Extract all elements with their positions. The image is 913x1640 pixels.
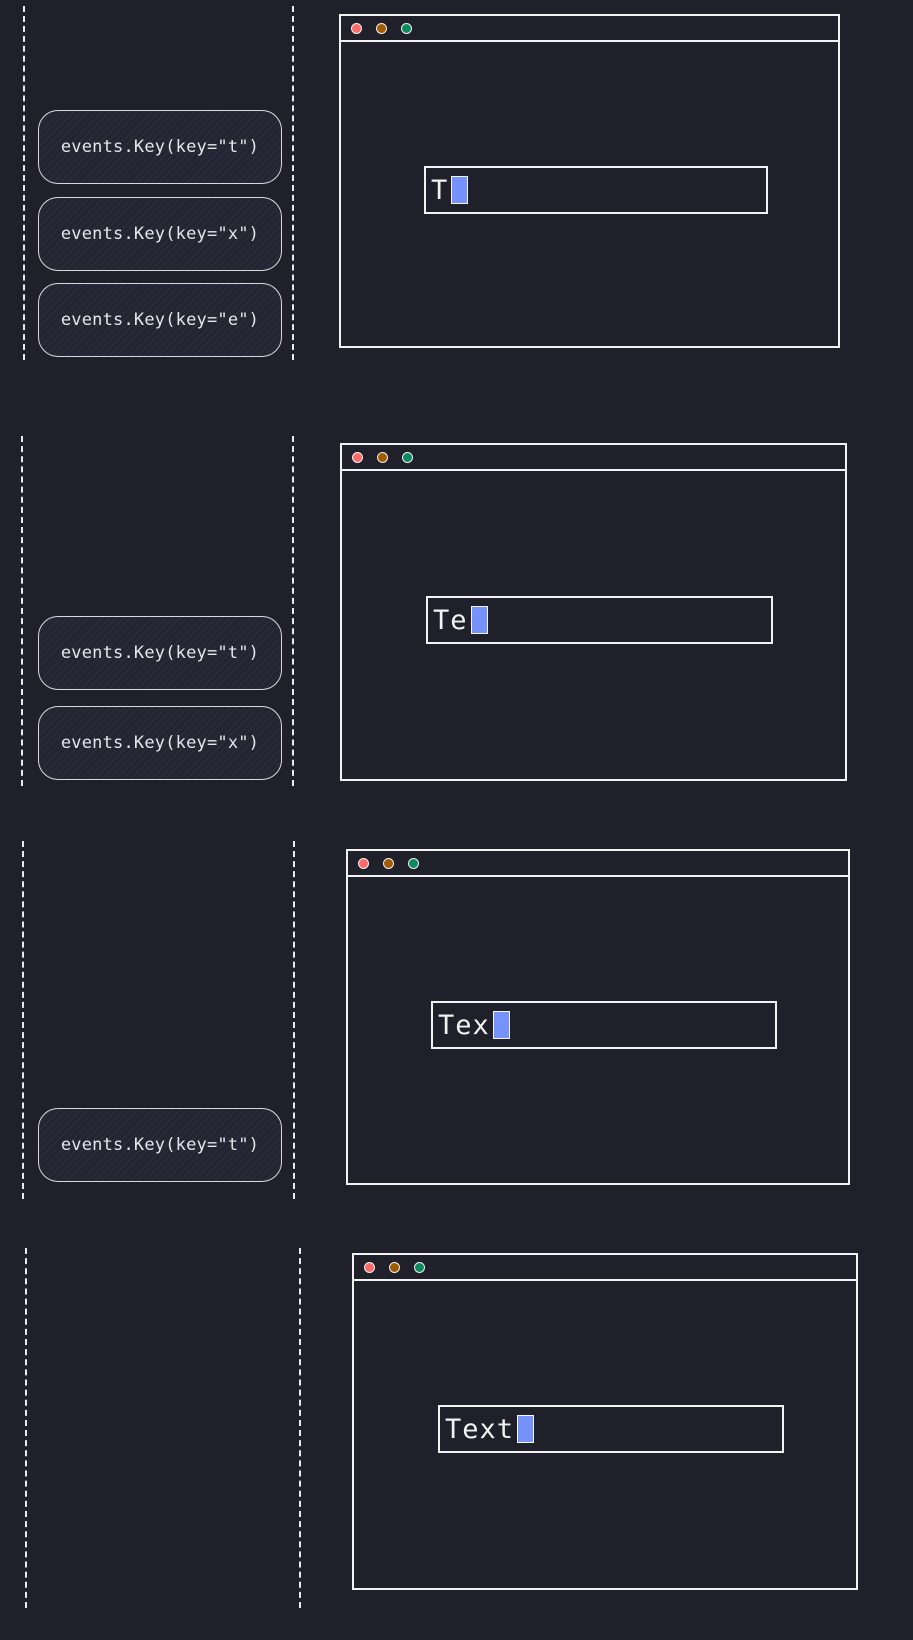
text-input[interactable]: Text xyxy=(438,1405,784,1453)
window-titlebar xyxy=(342,445,845,471)
queue-right-border xyxy=(292,436,294,786)
text-input[interactable]: Te xyxy=(426,596,773,644)
minimize-dot-icon[interactable] xyxy=(377,452,388,463)
input-text: Text xyxy=(445,1413,515,1445)
queue-left-border xyxy=(25,1248,27,1608)
input-text: T xyxy=(431,174,449,206)
text-cursor xyxy=(492,1011,510,1039)
text-cursor xyxy=(451,176,469,204)
maximize-dot-icon[interactable] xyxy=(408,858,419,869)
input-text: Te xyxy=(433,604,468,636)
input-text: Tex xyxy=(438,1009,490,1041)
event-card: events.Key(key="t") xyxy=(38,110,282,184)
close-dot-icon[interactable] xyxy=(358,858,369,869)
text-cursor xyxy=(517,1415,535,1443)
event-card: events.Key(key="x") xyxy=(38,197,282,271)
event-card: events.Key(key="t") xyxy=(38,616,282,690)
queue-right-border xyxy=(293,841,295,1199)
maximize-dot-icon[interactable] xyxy=(414,1262,425,1273)
text-cursor xyxy=(470,606,488,634)
app-window: Tex xyxy=(346,849,850,1185)
queue-left-border xyxy=(22,841,24,1199)
stage-1: events.Key(key="t") events.Key(key="x") … xyxy=(0,0,913,400)
minimize-dot-icon[interactable] xyxy=(389,1262,400,1273)
queue-right-border xyxy=(299,1248,301,1608)
close-dot-icon[interactable] xyxy=(351,23,362,34)
text-input[interactable]: T xyxy=(424,166,768,214)
event-card: events.Key(key="t") xyxy=(38,1108,282,1182)
minimize-dot-icon[interactable] xyxy=(376,23,387,34)
close-dot-icon[interactable] xyxy=(352,452,363,463)
app-window: Te xyxy=(340,443,847,781)
close-dot-icon[interactable] xyxy=(364,1262,375,1273)
window-titlebar xyxy=(354,1255,856,1281)
event-card: events.Key(key="e") xyxy=(38,283,282,357)
app-window: Text xyxy=(352,1253,858,1590)
window-titlebar xyxy=(348,851,848,877)
stage-2: events.Key(key="t") events.Key(key="x") … xyxy=(0,430,913,830)
minimize-dot-icon[interactable] xyxy=(383,858,394,869)
app-window: T xyxy=(339,14,840,348)
event-card: events.Key(key="x") xyxy=(38,706,282,780)
maximize-dot-icon[interactable] xyxy=(401,23,412,34)
queue-right-border xyxy=(292,6,294,360)
stage-3: events.Key(key="t") Tex xyxy=(0,835,913,1235)
window-titlebar xyxy=(341,16,838,42)
queue-left-border xyxy=(23,6,25,360)
queue-left-border xyxy=(21,436,23,786)
text-input[interactable]: Tex xyxy=(431,1001,777,1049)
stage-4: Text xyxy=(0,1240,913,1640)
maximize-dot-icon[interactable] xyxy=(402,452,413,463)
